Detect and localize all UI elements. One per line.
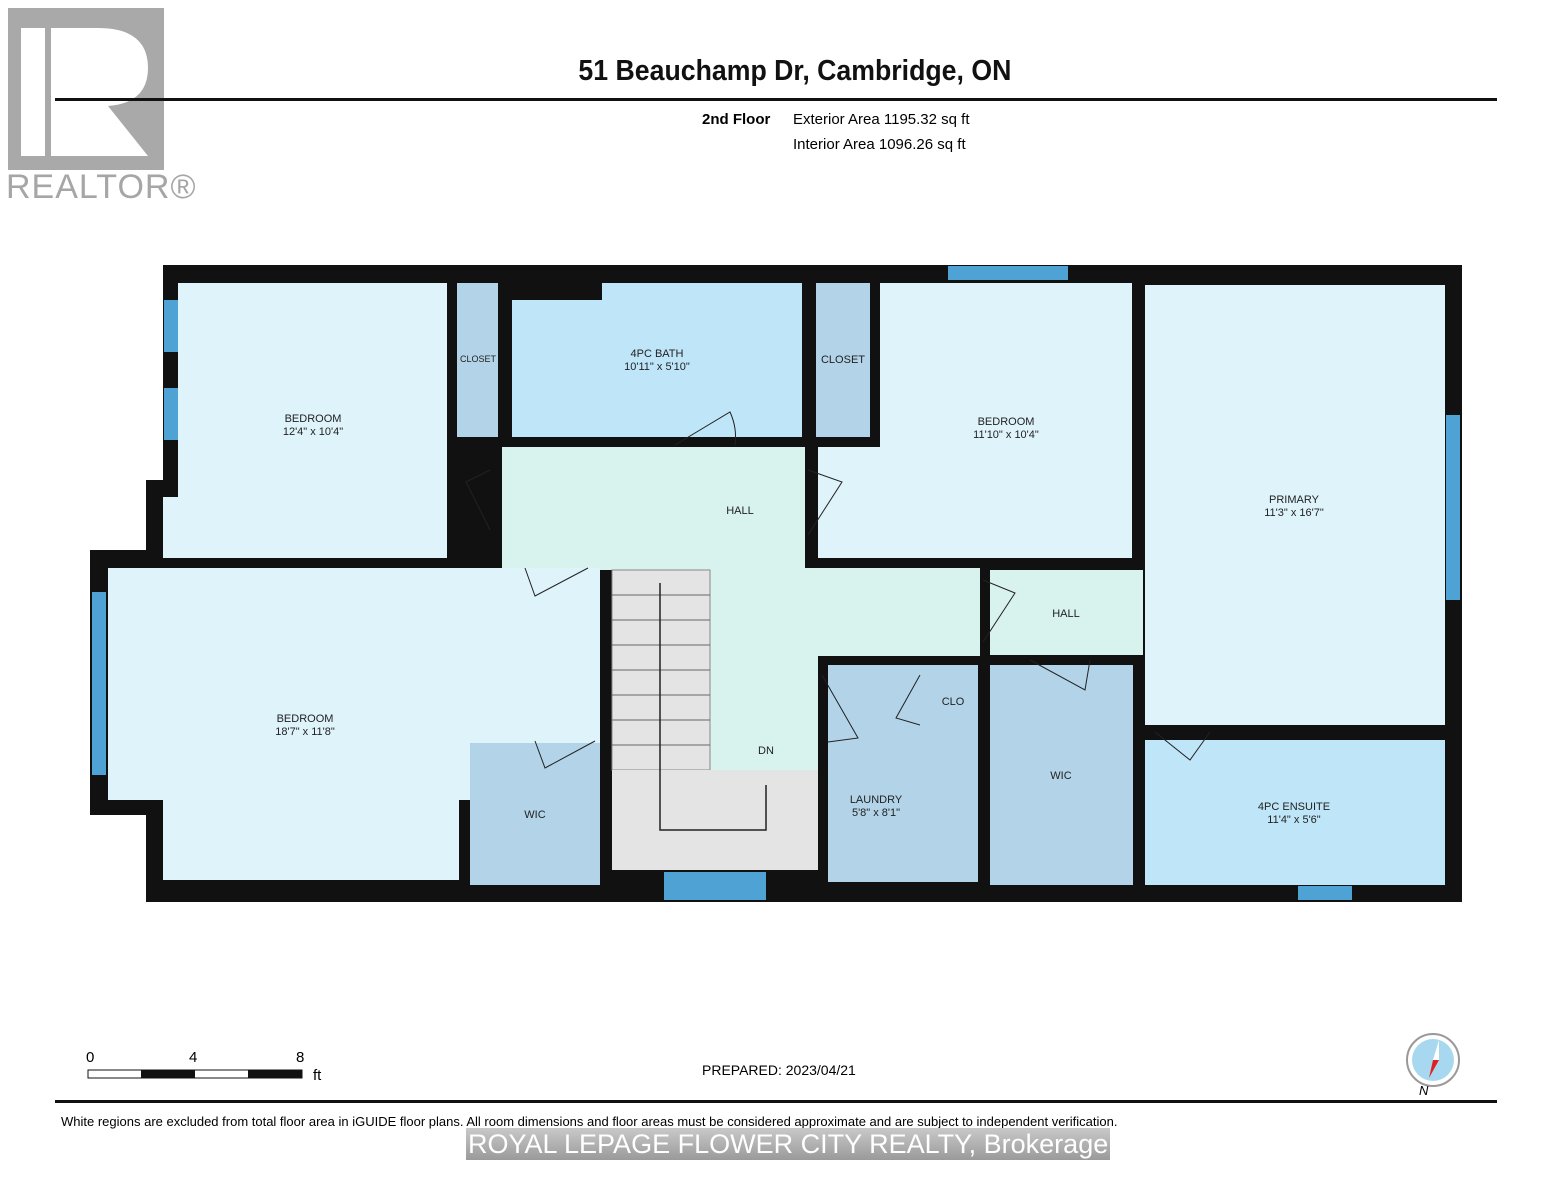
room-dims: 11'3" x 16'7" — [1264, 507, 1324, 519]
divider — [55, 1100, 1497, 1103]
north-label: N — [1419, 1083, 1429, 1098]
room-name: 4PC BATH — [631, 348, 684, 360]
room-name: BEDROOM — [277, 713, 334, 725]
scale-tick: 4 — [189, 1049, 197, 1066]
realtor-logo-text: REALTOR® — [6, 168, 197, 206]
room-name: BEDROOM — [285, 413, 342, 425]
room-name: DN — [758, 745, 774, 757]
room-dims: 5'8" x 8'1" — [852, 807, 900, 819]
room-hall — [502, 447, 805, 570]
stair-direction-arrow — [659, 583, 767, 831]
room-bedroom-1-ext — [163, 497, 183, 558]
disclaimer: White regions are excluded from total fl… — [61, 1114, 1118, 1129]
room-hall-2 — [990, 570, 1143, 655]
exterior-area: Exterior Area 1195.32 sq ft — [793, 111, 970, 128]
room-clo — [928, 665, 978, 738]
room-name: HALL — [726, 505, 754, 517]
page-title: 51 Beauchamp Dr, Cambridge, ON — [578, 55, 1012, 87]
divider — [55, 98, 1497, 101]
doors — [465, 411, 1211, 769]
scale-tick: 0 — [86, 1049, 94, 1066]
room-name: PRIMARY — [1269, 494, 1320, 506]
floor-name: 2nd Floor — [702, 111, 771, 128]
room-bedroom-1 — [178, 283, 447, 558]
room-name: HALL — [1052, 608, 1080, 620]
brokerage-watermark: ROYAL LEPAGE FLOWER CITY REALTY, Brokera… — [466, 1128, 1111, 1160]
room-name: 4PC ENSUITE — [1258, 801, 1330, 813]
room-wic-1 — [470, 743, 600, 885]
room-name: CLOSET — [460, 354, 497, 364]
floor-plan: BEDROOM 12'4" x 10'4" CLOSET 4PC BATH 10… — [90, 265, 1462, 902]
room-dims: 18'7" x 11'8" — [275, 726, 335, 738]
room-bedroom-3-right — [459, 570, 600, 732]
room-dims: 12'4" x 10'4" — [283, 426, 343, 438]
scale-unit: ft — [313, 1067, 322, 1084]
room-ensuite-ext — [1145, 868, 1365, 885]
stair-treads — [612, 594, 710, 746]
room-dims: 11'10" x 10'4" — [973, 429, 1039, 441]
room-4pc-bath — [512, 300, 802, 437]
room-wic-2 — [990, 665, 1133, 885]
room-name: BEDROOM — [978, 416, 1035, 428]
stairs-landing — [612, 770, 818, 870]
prepared-date: PREPARED: 2023/04/21 — [702, 1062, 856, 1078]
room-dims: 11'4" x 5'6" — [1267, 814, 1320, 826]
room-bedroom-3-lower — [163, 795, 459, 880]
compass-icon — [1405, 1032, 1461, 1093]
room-hall-stairs — [710, 650, 818, 770]
room-name: LAUNDRY — [850, 794, 903, 806]
room-primary — [1145, 285, 1445, 725]
room-closet-1 — [457, 283, 498, 437]
interior-area: Interior Area 1096.26 sq ft — [793, 136, 966, 153]
room-closet-2 — [816, 283, 870, 437]
scale-bar: 0 4 8 ft — [85, 1046, 330, 1091]
room-4pc-bath-ext — [602, 283, 802, 303]
room-bedroom-2-ext — [818, 447, 888, 558]
windows — [92, 266, 1460, 900]
room-name: WIC — [524, 809, 545, 821]
realtor-logo — [8, 8, 164, 170]
scale-tick: 8 — [296, 1049, 304, 1066]
room-name: CLOSET — [821, 354, 865, 366]
room-name: WIC — [1050, 770, 1071, 782]
room-4pc-ensuite — [1145, 740, 1445, 885]
room-dims: 10'11" x 5'10" — [624, 361, 690, 373]
room-labels: BEDROOM 12'4" x 10'4" CLOSET 4PC BATH 10… — [275, 348, 1330, 826]
room-name: CLO — [942, 696, 965, 708]
room-bedroom-2 — [880, 283, 1132, 558]
